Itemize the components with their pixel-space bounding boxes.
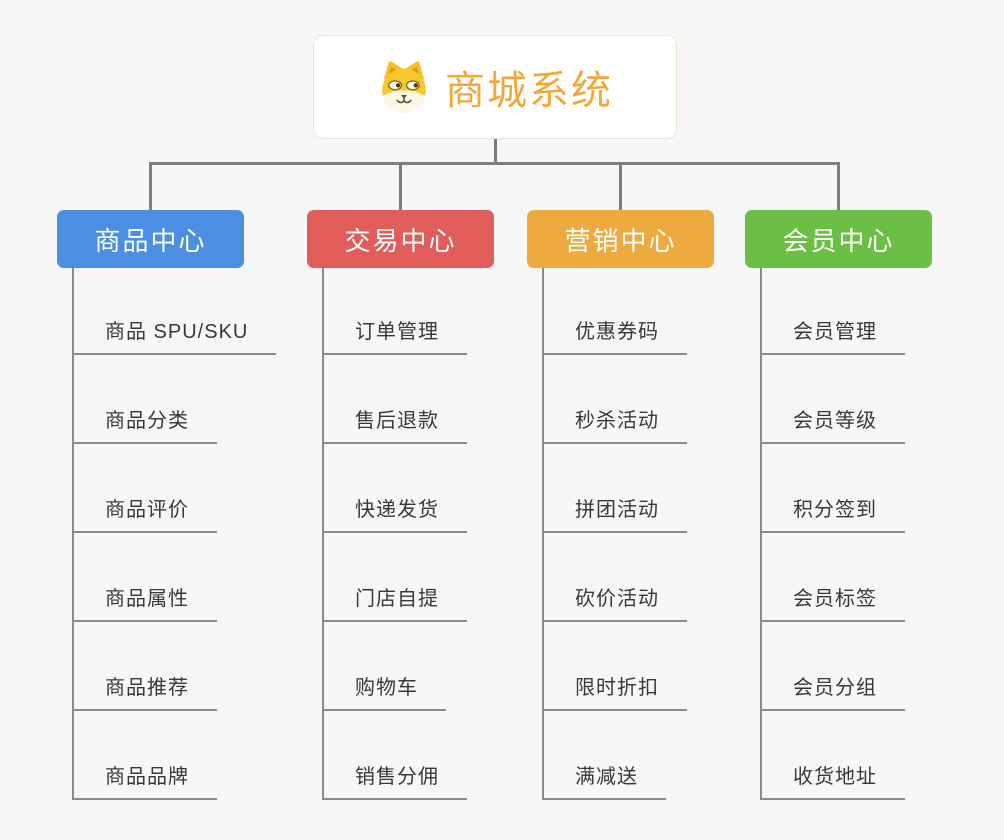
- leaf-node[interactable]: 会员等级: [760, 404, 905, 444]
- connector-branch-trunk: [760, 268, 762, 800]
- leaf-node[interactable]: 销售分佣: [322, 760, 467, 800]
- leaf-node[interactable]: 收货地址: [760, 760, 905, 800]
- leaf-node[interactable]: 订单管理: [322, 315, 467, 355]
- branch-header-label: 交易中心: [344, 225, 457, 256]
- connector-branch-drop: [619, 162, 622, 211]
- leaf-node[interactable]: 优惠券码: [542, 315, 687, 355]
- branch-header[interactable]: 会员中心: [745, 210, 932, 268]
- leaf-node[interactable]: 会员管理: [760, 315, 905, 355]
- leaf-node[interactable]: 商品推荐: [72, 671, 217, 711]
- leaf-node[interactable]: 满减送: [542, 760, 666, 800]
- connector-root-drop: [494, 139, 497, 164]
- connector-bus: [149, 162, 840, 165]
- connector-branch-trunk: [542, 268, 544, 800]
- leaf-node[interactable]: 商品品牌: [72, 760, 217, 800]
- leaf-node[interactable]: 商品属性: [72, 582, 217, 622]
- branch-header[interactable]: 营销中心: [527, 210, 714, 268]
- leaf-node[interactable]: 会员分组: [760, 671, 905, 711]
- connector-branch-drop: [399, 162, 402, 211]
- leaf-node[interactable]: 售后退款: [322, 404, 467, 444]
- branch-header-label: 营销中心: [564, 225, 677, 256]
- leaf-node[interactable]: 积分签到: [760, 493, 905, 533]
- leaf-node[interactable]: 限时折扣: [542, 671, 687, 711]
- leaf-node[interactable]: 商品 SPU/SKU: [72, 315, 277, 355]
- branch-header[interactable]: 商品中心: [57, 210, 244, 268]
- leaf-node[interactable]: 秒杀活动: [542, 404, 687, 444]
- leaf-node[interactable]: 快递发货: [322, 493, 467, 533]
- root-node[interactable]: 商城系统: [313, 35, 677, 139]
- leaf-node[interactable]: 门店自提: [322, 582, 467, 622]
- leaf-node[interactable]: 会员标签: [760, 582, 905, 622]
- root-title: 商城系统: [445, 69, 613, 113]
- dog-icon: [382, 61, 426, 113]
- branch-header-label: 会员中心: [782, 225, 895, 256]
- connector-branch-drop: [149, 162, 152, 211]
- connector-branch-trunk: [322, 268, 324, 800]
- branch-header-label: 商品中心: [94, 225, 207, 256]
- connector-branch-drop: [837, 162, 840, 211]
- leaf-node[interactable]: 商品评价: [72, 493, 217, 533]
- leaf-node[interactable]: 商品分类: [72, 404, 217, 444]
- leaf-node[interactable]: 拼团活动: [542, 493, 687, 533]
- connector-branch-trunk: [72, 268, 74, 800]
- leaf-node[interactable]: 购物车: [322, 671, 446, 711]
- branch-header[interactable]: 交易中心: [307, 210, 494, 268]
- leaf-node[interactable]: 砍价活动: [542, 582, 687, 622]
